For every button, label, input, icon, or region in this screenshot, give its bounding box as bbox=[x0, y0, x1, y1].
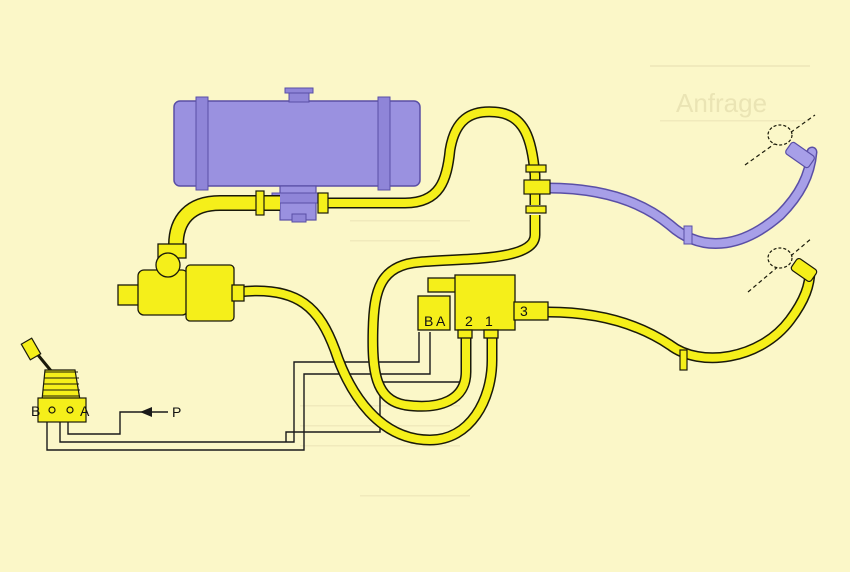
hose-fittings bbox=[255, 164, 688, 371]
joystick-port-a-label: A bbox=[80, 403, 90, 419]
valve-port-2-label: 2 bbox=[465, 313, 473, 329]
valve-port-a-label: A bbox=[436, 313, 446, 329]
control-valve bbox=[417, 274, 549, 339]
cylinder-upper bbox=[744, 114, 816, 169]
valve-port-3-label: 3 bbox=[520, 303, 528, 319]
oil-tank bbox=[173, 87, 421, 223]
joystick-port-b-label: B bbox=[31, 403, 40, 419]
valve-port-b-label: B bbox=[424, 313, 433, 329]
supply-arrow-head bbox=[140, 407, 152, 417]
return-hose bbox=[542, 146, 818, 249]
joystick-control bbox=[20, 337, 87, 423]
svg-text:Anfrage: Anfrage bbox=[676, 88, 767, 118]
valve-port-1-label: 1 bbox=[485, 313, 493, 329]
supply-port-p-label: P bbox=[172, 404, 181, 420]
cylinder-lower bbox=[747, 237, 818, 293]
pilot-lines bbox=[46, 332, 492, 451]
hydraulic-pump bbox=[117, 243, 245, 322]
